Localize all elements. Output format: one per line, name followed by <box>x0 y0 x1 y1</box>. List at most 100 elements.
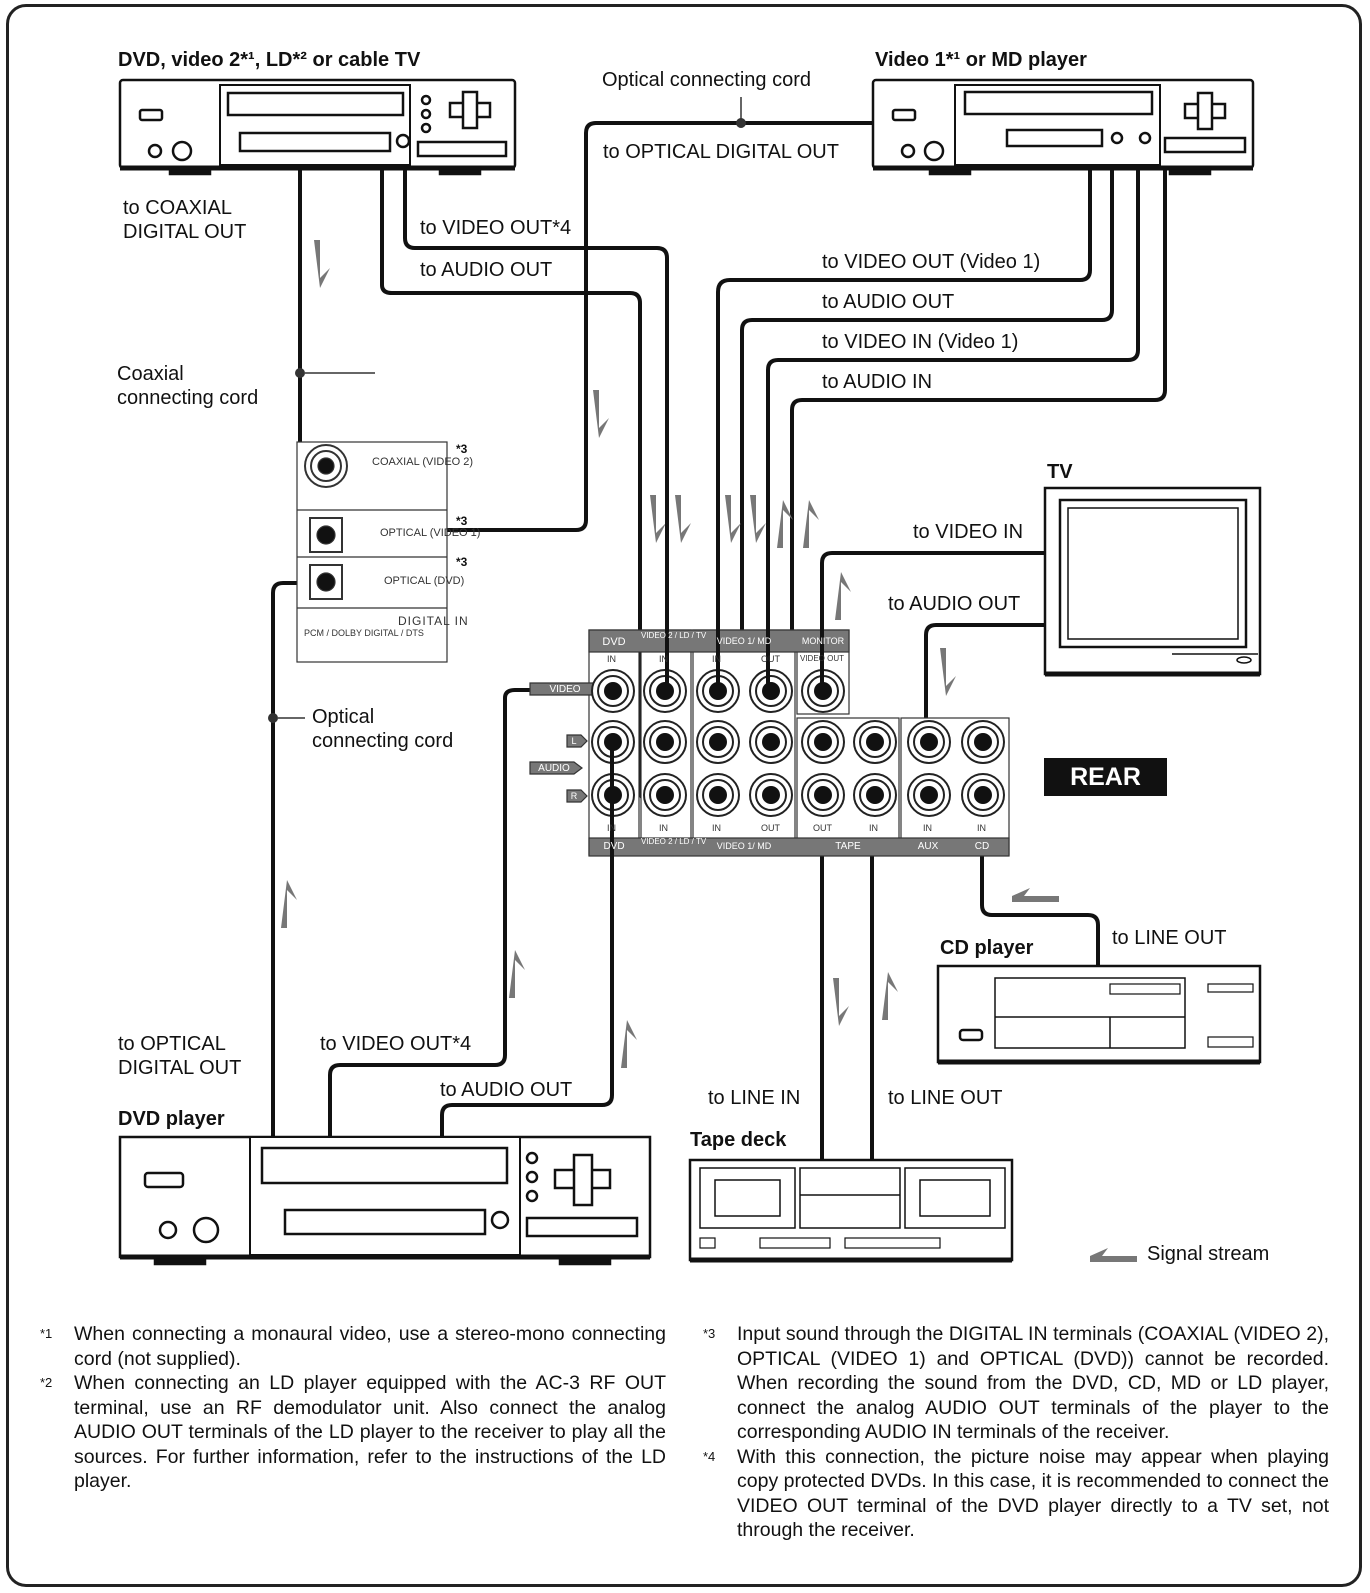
video-out-video1-label: to VIDEO OUT (Video 1) <box>822 251 1041 273</box>
optical-cable-dvd <box>271 581 327 1137</box>
rear-header-dvd: DVD <box>602 636 626 648</box>
audio-in-label: to AUDIO IN <box>822 371 933 393</box>
arrow-down <box>593 390 609 438</box>
footnote-text: When connecting an LD player equipped wi… <box>74 1372 666 1492</box>
tape-line-in-label: to LINE IN <box>708 1087 801 1109</box>
footnotes-right: *3 Input sound through the DIGITAL IN ter… <box>703 1322 1329 1543</box>
rear-bsub-tape-out: OUT <box>813 823 832 833</box>
footnotes-left: *1 When connecting a monaural video, use … <box>40 1322 666 1494</box>
arrow-up <box>281 880 297 928</box>
footnote-text: With this connection, the picture noise … <box>737 1445 1329 1542</box>
footnote-text: Input sound through the DIGITAL IN termi… <box>737 1323 1329 1443</box>
rear-sub-dvd-in: IN <box>607 654 616 664</box>
audio-out-bottom-label: to AUDIO OUT <box>440 1079 573 1101</box>
optical-dvd-label: OPTICAL (DVD) <box>384 575 465 587</box>
rear-bsub-dvd-in: IN <box>607 823 616 833</box>
audio-out-left-label: to AUDIO OUT <box>420 259 553 281</box>
dvd-video-cable <box>328 688 613 1137</box>
coaxial-video2-label: COAXIAL (VIDEO 2) <box>372 456 474 468</box>
jack-cable-tails <box>610 258 824 1095</box>
arrow-down <box>675 495 691 543</box>
video-out-4-label: to VIDEO OUT*4 <box>420 217 572 239</box>
page-frame <box>6 4 1362 1587</box>
signal-arrows <box>281 240 1137 1262</box>
audio-out-right-label: to AUDIO OUT <box>822 291 955 313</box>
rear-bsub-aux-in: IN <box>923 823 932 833</box>
tape-line-out-label: to LINE OUT <box>888 1087 1003 1109</box>
rear-bsub-video1-out: OUT <box>761 823 780 833</box>
rear-footer-video2: VIDEO 2 / LD / TV <box>641 837 707 846</box>
coaxial-cable <box>298 170 330 462</box>
star3-coaxial: *3 <box>456 442 468 456</box>
rear-header-video2: VIDEO 2 / LD / TV <box>641 631 707 640</box>
rear-footer-cd: CD <box>974 841 990 852</box>
top-right-device-drawing <box>871 78 1255 176</box>
rear-badge: REAR <box>1044 758 1167 796</box>
device-label-dvd-player: DVD player <box>118 1108 225 1130</box>
footnote-1: *1 When connecting a monaural video, use … <box>40 1322 666 1371</box>
device-label-cd-player: CD player <box>940 937 1034 959</box>
arrow-left <box>1012 888 1059 902</box>
rear-header-monitor: MONITOR <box>801 636 845 646</box>
arrow-up <box>509 950 525 998</box>
footnote-mark: *1 <box>40 1326 53 1341</box>
arrow-up <box>835 572 851 620</box>
optical-digital-out-bottom-label: to OPTICAL DIGITAL OUT <box>118 1033 242 1079</box>
rear-footer-tape: TAPE <box>835 841 861 852</box>
optical-cable-video1 <box>325 121 875 532</box>
video2-video-cable <box>403 170 669 688</box>
tv-drawing <box>1043 486 1262 677</box>
rear-header-video1: VIDEO 1/ MD <box>716 636 772 646</box>
device-label-top-right: Video 1*¹ or MD player <box>875 49 1087 71</box>
rear-sub-video2-in: IN <box>659 654 668 664</box>
rear-footer-aux: AUX <box>917 841 939 852</box>
optical-video1-label: OPTICAL (VIDEO 1) <box>380 527 481 539</box>
video-out-4-bottom-label: to VIDEO OUT*4 <box>320 1033 472 1055</box>
footnote-mark: *3 <box>703 1326 716 1341</box>
footnote-3: *3 Input sound through the DIGITAL IN ter… <box>703 1322 1329 1445</box>
footnote-2: *2 When connecting an LD player equipped … <box>40 1371 666 1494</box>
rear-bsub-cd-in: IN <box>977 823 986 833</box>
device-label-top-left: DVD, video 2*¹, LD*² or cable TV <box>118 49 421 71</box>
tv-audio-out-cable <box>924 623 1045 795</box>
arrow-up <box>621 1020 637 1068</box>
video1-video-in-cable <box>766 170 1140 688</box>
footnote-4: *4 With this connection, the picture nois… <box>703 1445 1329 1543</box>
digital-in-sub: PCM / DOLBY DIGITAL / DTS <box>304 628 424 638</box>
rear-bsub-video2-in: IN <box>659 823 668 833</box>
arrow-up <box>777 500 793 548</box>
tape-deck-drawing <box>688 1158 1014 1263</box>
arrow-up <box>803 500 819 548</box>
arrow-down <box>750 495 766 543</box>
arrow-down <box>725 495 741 543</box>
rear-r-tag: R <box>570 791 578 801</box>
rear-sub-video1-in: IN <box>712 654 721 664</box>
top-left-device-drawing <box>118 78 517 176</box>
cd-player-drawing <box>936 964 1262 1065</box>
footnote-mark: *4 <box>703 1448 716 1464</box>
optical-cord-left-label: Optical connecting cord <box>312 706 454 752</box>
cd-line-out-label: to LINE OUT <box>1112 927 1227 949</box>
arrow-down <box>940 648 956 696</box>
digital-in-title: DIGITAL IN <box>398 614 469 628</box>
optical-cord-label-top: Optical connecting cord <box>602 69 812 91</box>
rear-l-tag: L <box>571 736 577 746</box>
rear-bsub-video1-in: IN <box>712 823 721 833</box>
footnote-text: When connecting a monaural video, use a … <box>74 1323 666 1370</box>
rear-bsub-tape-in: IN <box>869 823 878 833</box>
rear-footer-dvd: DVD <box>603 841 625 852</box>
rear-sub-monitor-out: VIDEO OUT <box>800 654 845 663</box>
video-in-video1-label: to VIDEO IN (Video 1) <box>822 331 1019 353</box>
arrow-up <box>882 972 898 1020</box>
footnote-mark: *2 <box>40 1375 53 1390</box>
tv-audio-out-label: to AUDIO OUT <box>888 593 1021 615</box>
arrow-down <box>650 495 666 543</box>
device-label-tape-deck: Tape deck <box>690 1129 787 1151</box>
rear-audio-tag: AUDIO <box>538 763 570 774</box>
tv-video-in-cable <box>820 551 1045 690</box>
dvd-player-drawing <box>118 1135 652 1266</box>
rear-footer-video1: VIDEO 1/ MD <box>716 841 772 851</box>
rear-video-tag: VIDEO <box>549 684 581 695</box>
coaxial-cord-label: Coaxial connecting cord <box>117 363 259 409</box>
